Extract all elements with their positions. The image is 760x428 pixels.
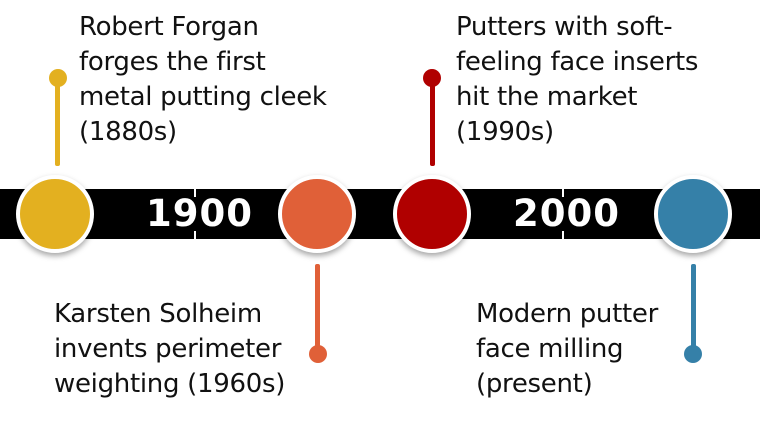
event-4-node[interactable]	[654, 175, 732, 253]
event-1-stem	[55, 78, 60, 166]
event-4-label: Modern putter face milling (present)	[476, 299, 658, 399]
event-2-dot	[309, 345, 327, 363]
decade-label-2000: 2000	[513, 192, 620, 235]
event-3-node[interactable]	[393, 175, 471, 253]
tick-1900-bottom	[194, 231, 196, 239]
tick-2000-top	[562, 189, 564, 197]
timeline-bar	[0, 189, 760, 239]
event-1-label: Robert Forgan forges the first metal put…	[79, 12, 327, 147]
event-3-label: Putters with soft- feeling face inserts …	[456, 12, 699, 147]
event-2-node[interactable]	[278, 175, 356, 253]
decade-label-1900: 1900	[146, 192, 253, 235]
event-1-node[interactable]	[16, 175, 94, 253]
event-2-stem	[315, 264, 320, 352]
event-3-stem	[430, 78, 435, 166]
event-1-dot	[49, 69, 67, 87]
event-4-dot	[684, 345, 702, 363]
tick-2000-bottom	[562, 231, 564, 239]
event-3-dot	[423, 69, 441, 87]
tick-1900-top	[194, 189, 196, 197]
event-4-stem	[691, 264, 696, 352]
event-2-label: Karsten Solheim invents perimeter weight…	[54, 299, 286, 399]
